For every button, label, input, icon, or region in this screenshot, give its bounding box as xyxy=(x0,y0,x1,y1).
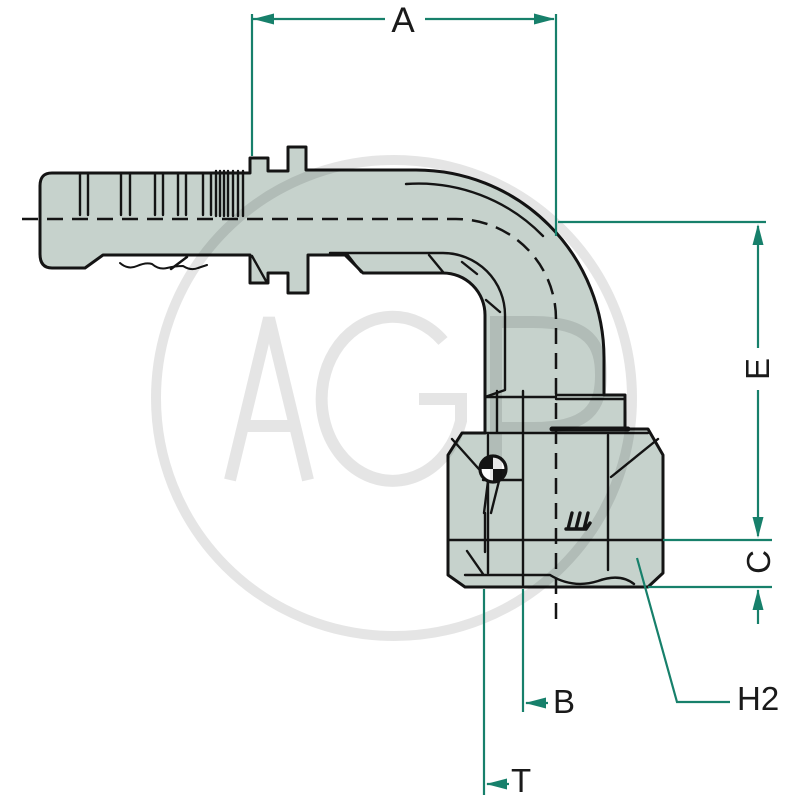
collar-ring-lines xyxy=(554,393,627,401)
inner-bend-seam xyxy=(328,251,507,399)
arrowhead-e-down-icon xyxy=(752,517,764,538)
nipple-bore-lines xyxy=(481,389,558,587)
dimension-arrowheads xyxy=(253,13,764,790)
dim-a-extension-lines xyxy=(250,14,558,236)
arrowhead-a-left-icon xyxy=(253,13,274,25)
manufacturer-mark-icon xyxy=(564,511,592,531)
nut-bottom-chamfers xyxy=(463,549,636,586)
dim-label-c: C xyxy=(740,550,777,574)
fitting-silhouette xyxy=(38,145,665,589)
dim-label-e: E xyxy=(739,358,776,380)
watermark-letters-agp xyxy=(224,310,608,487)
arrowhead-e-up-icon xyxy=(752,224,764,245)
dim-label-b: B xyxy=(553,683,575,720)
break-squiggle xyxy=(119,262,208,271)
bend-wall-ticks xyxy=(345,252,502,314)
serration-lines xyxy=(214,169,245,218)
dim-c-reference-lines xyxy=(648,538,772,589)
barb-slot-lines xyxy=(78,171,213,217)
fitting-body xyxy=(22,145,665,628)
watermark-circle xyxy=(151,155,637,641)
outer-bend-seam xyxy=(404,182,545,238)
dimension-labels: A E C B T H2 xyxy=(391,1,779,799)
arrowhead-a-right-icon xyxy=(534,13,555,25)
arrowhead-b-left-icon xyxy=(525,697,546,709)
dim-label-t: T xyxy=(511,762,531,799)
swivel-ball-icon xyxy=(478,454,508,484)
dim-label-a: A xyxy=(391,1,415,40)
dim-label-h2: H2 xyxy=(737,680,779,717)
arrowhead-c-up-icon xyxy=(752,589,764,610)
watermark xyxy=(151,155,637,641)
arrowhead-t-left-icon xyxy=(486,778,507,790)
ball-stem-lines xyxy=(482,479,501,554)
dim-h2-leader-line xyxy=(635,557,730,704)
centerline xyxy=(22,217,558,628)
